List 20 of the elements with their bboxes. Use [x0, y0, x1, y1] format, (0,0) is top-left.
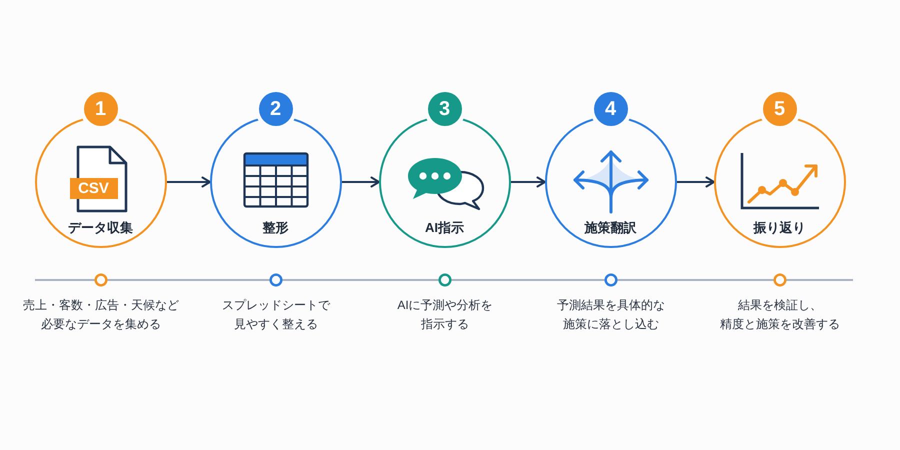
step-title: 振り返り — [754, 218, 806, 236]
step-description: 売上・客数・広告・天候など必要なデータを集める — [22, 297, 180, 333]
step-description: スプレッドシートで見やすく整える — [221, 297, 332, 333]
step-title: 整形 — [262, 218, 288, 236]
step-description: 結果を検証し、精度と施策を改善する — [719, 297, 841, 333]
step-number-badge: 2 — [258, 92, 292, 126]
step-description: 予測結果を具体的な施策に落とし込む — [556, 297, 666, 333]
arrow — [511, 176, 546, 188]
arrow — [342, 176, 380, 188]
step-number-badge: 4 — [594, 92, 628, 126]
arrow — [167, 176, 211, 188]
step-number-badge: 3 — [428, 92, 462, 126]
step-title: 施策翻訳 — [584, 218, 636, 236]
step-title: データ収集 — [68, 218, 133, 236]
step-number-badge: 5 — [762, 92, 796, 126]
step-title: AI指示 — [425, 218, 464, 236]
step-number-badge: 1 — [84, 92, 118, 126]
arrow — [677, 176, 715, 188]
step-description: AIに予測や分析を指示する — [396, 297, 494, 333]
file-type-tag: CSV — [70, 178, 118, 198]
